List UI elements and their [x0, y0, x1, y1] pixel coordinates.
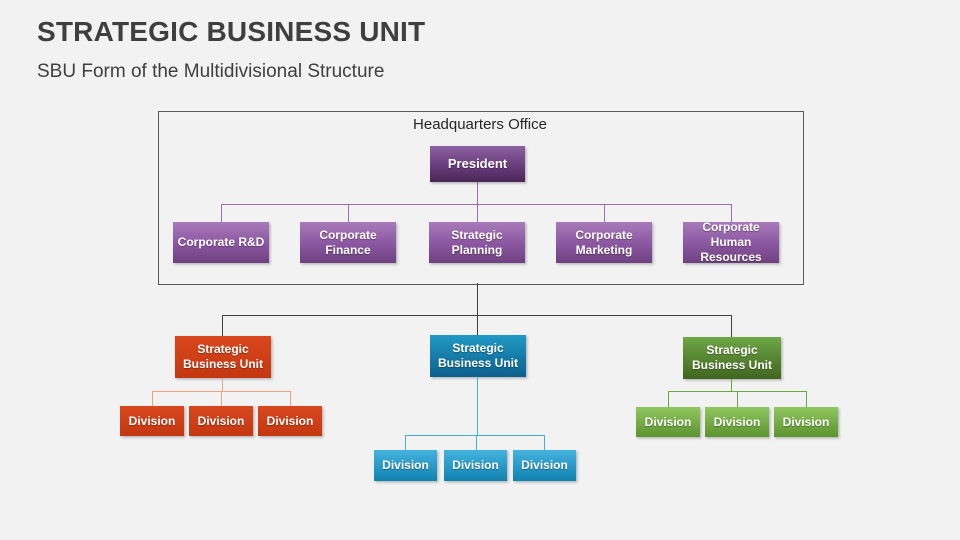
division-box-green-2: Division	[705, 407, 769, 437]
connector-green-stub-3	[806, 391, 807, 407]
sbu-box-blue: Strategic Business Unit	[430, 335, 526, 377]
connector-green-vertical	[731, 379, 732, 391]
connector-blue-stub-2	[476, 435, 477, 450]
connector-hq-vertical	[477, 283, 478, 335]
connector-blue-stub-3	[544, 435, 545, 450]
connector-staff-stub-4	[604, 204, 605, 222]
sbu-box-red: Strategic Business Unit	[175, 336, 271, 378]
connector-sbu-horizontal	[222, 315, 731, 316]
staff-box-corporate-rd: Corporate R&D	[173, 222, 269, 263]
connector-red-stub-3	[290, 391, 291, 406]
connector-blue-vertical	[477, 377, 478, 435]
staff-box-corporate-hr: Corporate Human Resources	[683, 220, 779, 264]
headquarters-frame	[158, 111, 804, 285]
connector-staff-stub-2	[348, 204, 349, 222]
sbu-box-green: Strategic Business Unit	[683, 337, 781, 379]
connector-sbu-stub-right	[731, 315, 732, 337]
connector-green-stub-1	[668, 391, 669, 407]
division-box-green-1: Division	[636, 407, 700, 437]
division-box-red-1: Division	[120, 406, 184, 436]
connector-staff-horizontal	[221, 204, 731, 205]
connector-blue-horizontal	[405, 435, 545, 436]
connector-red-vertical	[222, 378, 223, 391]
page-title: STRATEGIC BUSINESS UNIT	[37, 16, 426, 47]
staff-box-strategic-planning: Strategic Planning	[429, 222, 525, 263]
page-subtitle: SBU Form of the Multidivisional Structur…	[37, 61, 385, 82]
division-box-red-2: Division	[189, 406, 253, 436]
connector-staff-stub-1	[221, 204, 222, 222]
president-box: President	[430, 146, 525, 182]
headquarters-label: Headquarters Office	[413, 116, 547, 133]
staff-box-corporate-finance: Corporate Finance	[300, 222, 396, 263]
connector-red-stub-2	[221, 391, 222, 406]
connector-president-vertical	[477, 182, 478, 222]
staff-box-corporate-marketing: Corporate Marketing	[556, 222, 652, 263]
division-box-blue-1: Division	[374, 450, 437, 481]
connector-blue-stub-1	[405, 435, 406, 450]
connector-red-stub-1	[152, 391, 153, 406]
connector-green-stub-2	[737, 391, 738, 407]
connector-sbu-stub-left	[222, 315, 223, 336]
division-box-green-3: Division	[774, 407, 838, 437]
division-box-blue-3: Division	[513, 450, 576, 481]
division-box-red-3: Division	[258, 406, 322, 436]
division-box-blue-2: Division	[444, 450, 507, 481]
connector-staff-stub-5	[731, 204, 732, 222]
